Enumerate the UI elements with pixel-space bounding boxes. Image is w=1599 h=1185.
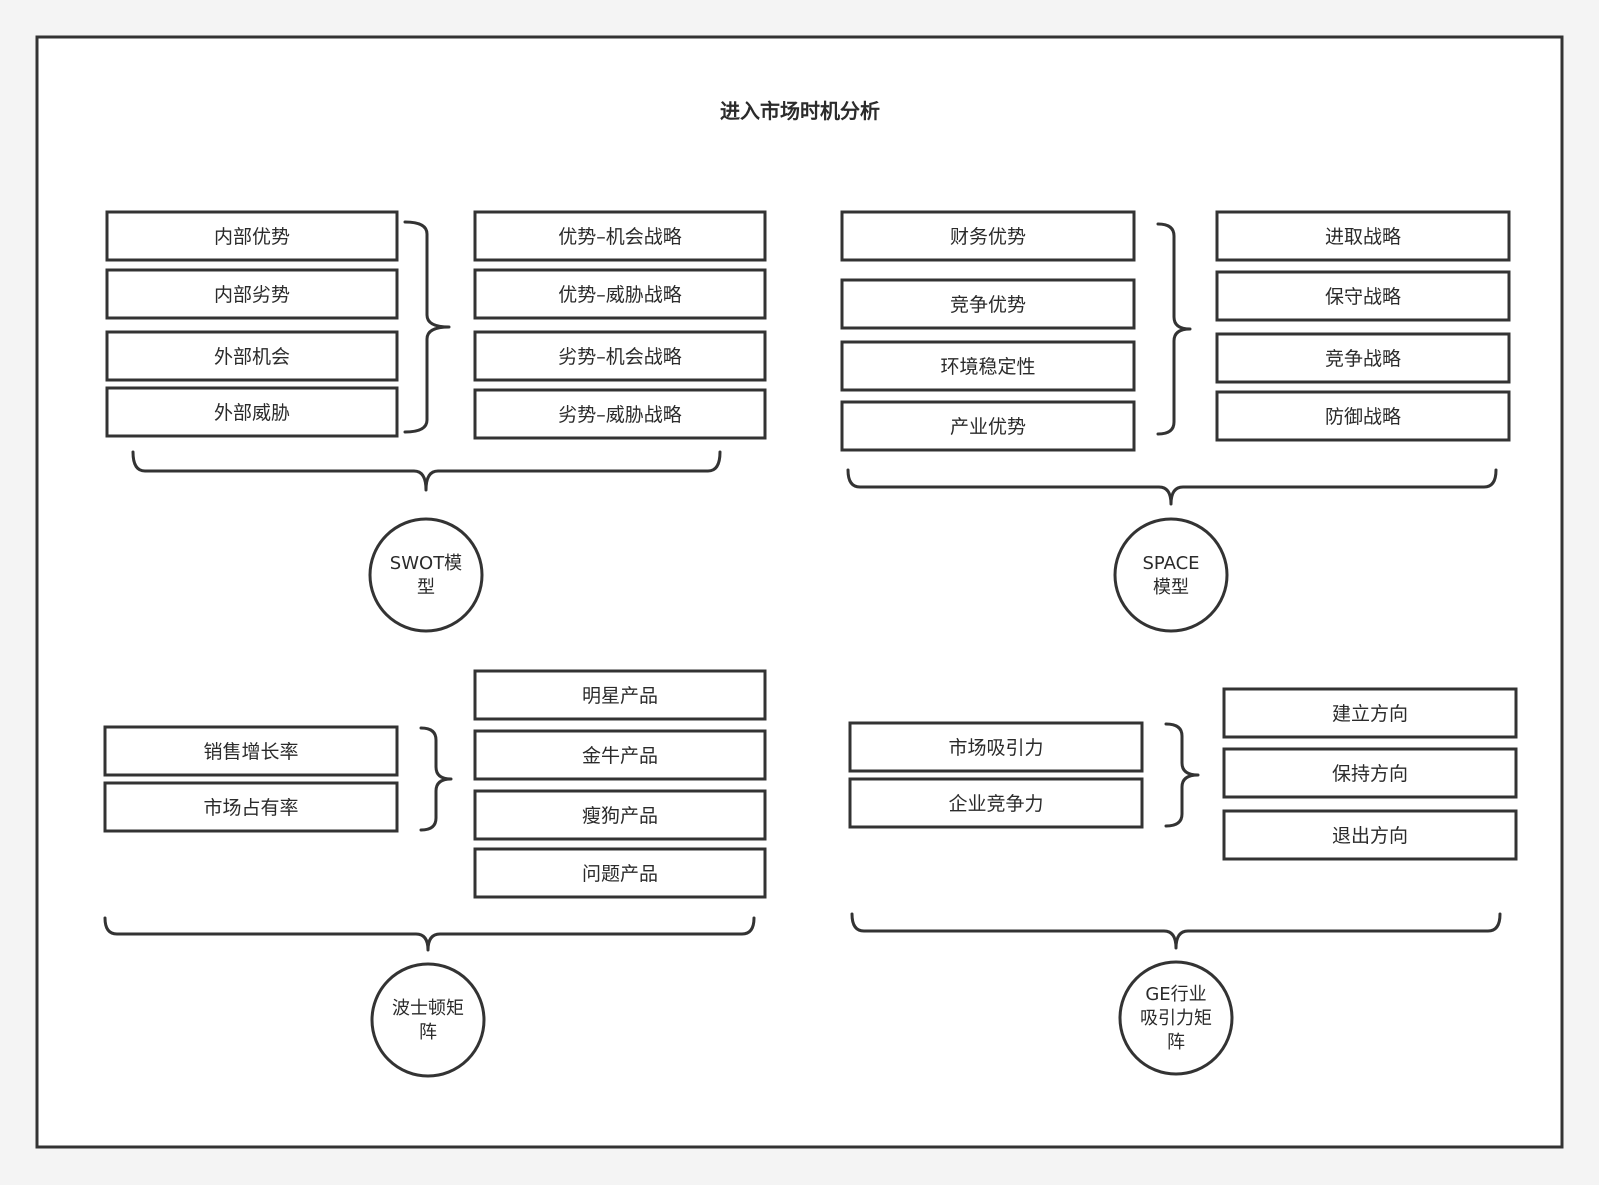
strategy-box xyxy=(1215,390,1511,442)
model-name-line: 吸引力矩 xyxy=(1140,1008,1212,1029)
vertical-brace xyxy=(419,726,453,832)
factor-box xyxy=(105,386,399,438)
factor-box xyxy=(840,340,1136,392)
strategy-label: 退出方向 xyxy=(1332,825,1408,847)
horizontal-brace xyxy=(846,468,1498,506)
horizontal-brace xyxy=(103,916,756,952)
factor-box xyxy=(105,268,399,320)
strategy-label: 竞争战略 xyxy=(1325,348,1401,370)
model-circle xyxy=(1118,960,1234,1076)
horizontal-brace xyxy=(131,450,722,492)
strategy-box xyxy=(1215,270,1511,322)
factor-label: 外部机会 xyxy=(214,346,290,368)
diagram-frame xyxy=(35,35,1564,1149)
vertical-brace xyxy=(1164,722,1200,828)
model-name-line: 模型 xyxy=(1153,577,1189,598)
strategy-box xyxy=(473,847,767,899)
strategy-box xyxy=(1222,747,1518,799)
model-name-line: SPACE xyxy=(1142,553,1199,574)
vertical-brace xyxy=(403,220,451,434)
strategy-label: 瘦狗产品 xyxy=(582,805,658,827)
factor-label: 内部劣势 xyxy=(214,284,290,306)
vertical-brace xyxy=(1156,222,1192,436)
model-name-line: 型 xyxy=(417,577,435,598)
model-name-line: GE行业 xyxy=(1145,984,1206,1005)
factor-label: 外部威胁 xyxy=(214,402,290,424)
strategy-box xyxy=(1222,687,1518,739)
strategy-label: 防御战略 xyxy=(1325,406,1401,428)
strategy-box xyxy=(473,330,767,382)
factor-box xyxy=(103,725,399,777)
strategy-label: 进取战略 xyxy=(1325,226,1401,248)
factor-label: 市场吸引力 xyxy=(948,737,1043,759)
strategy-box xyxy=(1215,332,1511,384)
strategy-box xyxy=(473,729,767,781)
factor-label: 企业竞争力 xyxy=(948,793,1043,815)
strategy-label: 保持方向 xyxy=(1332,763,1408,785)
factor-box xyxy=(840,400,1136,452)
strategy-box xyxy=(1222,809,1518,861)
strategy-label: 优势–威胁战略 xyxy=(558,284,682,306)
strategy-label: 金牛产品 xyxy=(582,745,658,767)
factor-box xyxy=(103,781,399,833)
factor-label: 财务优势 xyxy=(950,226,1026,248)
strategy-label: 问题产品 xyxy=(582,863,658,885)
model-name-line: SWOT模 xyxy=(390,553,462,574)
factor-box xyxy=(840,278,1136,330)
factor-label: 产业优势 xyxy=(950,416,1026,438)
factor-label: 竞争优势 xyxy=(950,294,1026,316)
factor-label: 市场占有率 xyxy=(203,797,298,819)
factor-label: 内部优势 xyxy=(214,226,290,248)
horizontal-brace xyxy=(850,912,1502,950)
factor-label: 销售增长率 xyxy=(203,741,298,763)
strategy-label: 优势–机会战略 xyxy=(558,226,682,248)
strategy-label: 劣势–威胁战略 xyxy=(558,404,682,426)
factor-box xyxy=(840,210,1136,262)
diagram-title: 进入市场时机分析 xyxy=(720,99,880,123)
strategy-label: 保守战略 xyxy=(1325,286,1401,308)
factor-box xyxy=(848,777,1144,829)
strategy-box xyxy=(473,210,767,262)
factor-box xyxy=(105,330,399,382)
model-name-line: 波士顿矩 xyxy=(392,998,464,1019)
strategy-box xyxy=(473,388,767,440)
model-circle xyxy=(370,962,486,1078)
factor-box xyxy=(105,210,399,262)
model-name-line: 阵 xyxy=(419,1022,437,1043)
strategy-box xyxy=(473,268,767,320)
factor-box xyxy=(848,721,1144,773)
strategy-box xyxy=(1215,210,1511,262)
strategy-label: 劣势–机会战略 xyxy=(558,346,682,368)
model-name-line: 阵 xyxy=(1167,1032,1185,1053)
strategy-label: 建立方向 xyxy=(1332,703,1408,725)
strategy-box xyxy=(473,669,767,721)
strategy-label: 明星产品 xyxy=(582,685,658,707)
factor-label: 环境稳定性 xyxy=(940,356,1035,378)
model-circle xyxy=(368,517,484,633)
model-circle xyxy=(1113,517,1229,633)
strategy-box xyxy=(473,789,767,841)
